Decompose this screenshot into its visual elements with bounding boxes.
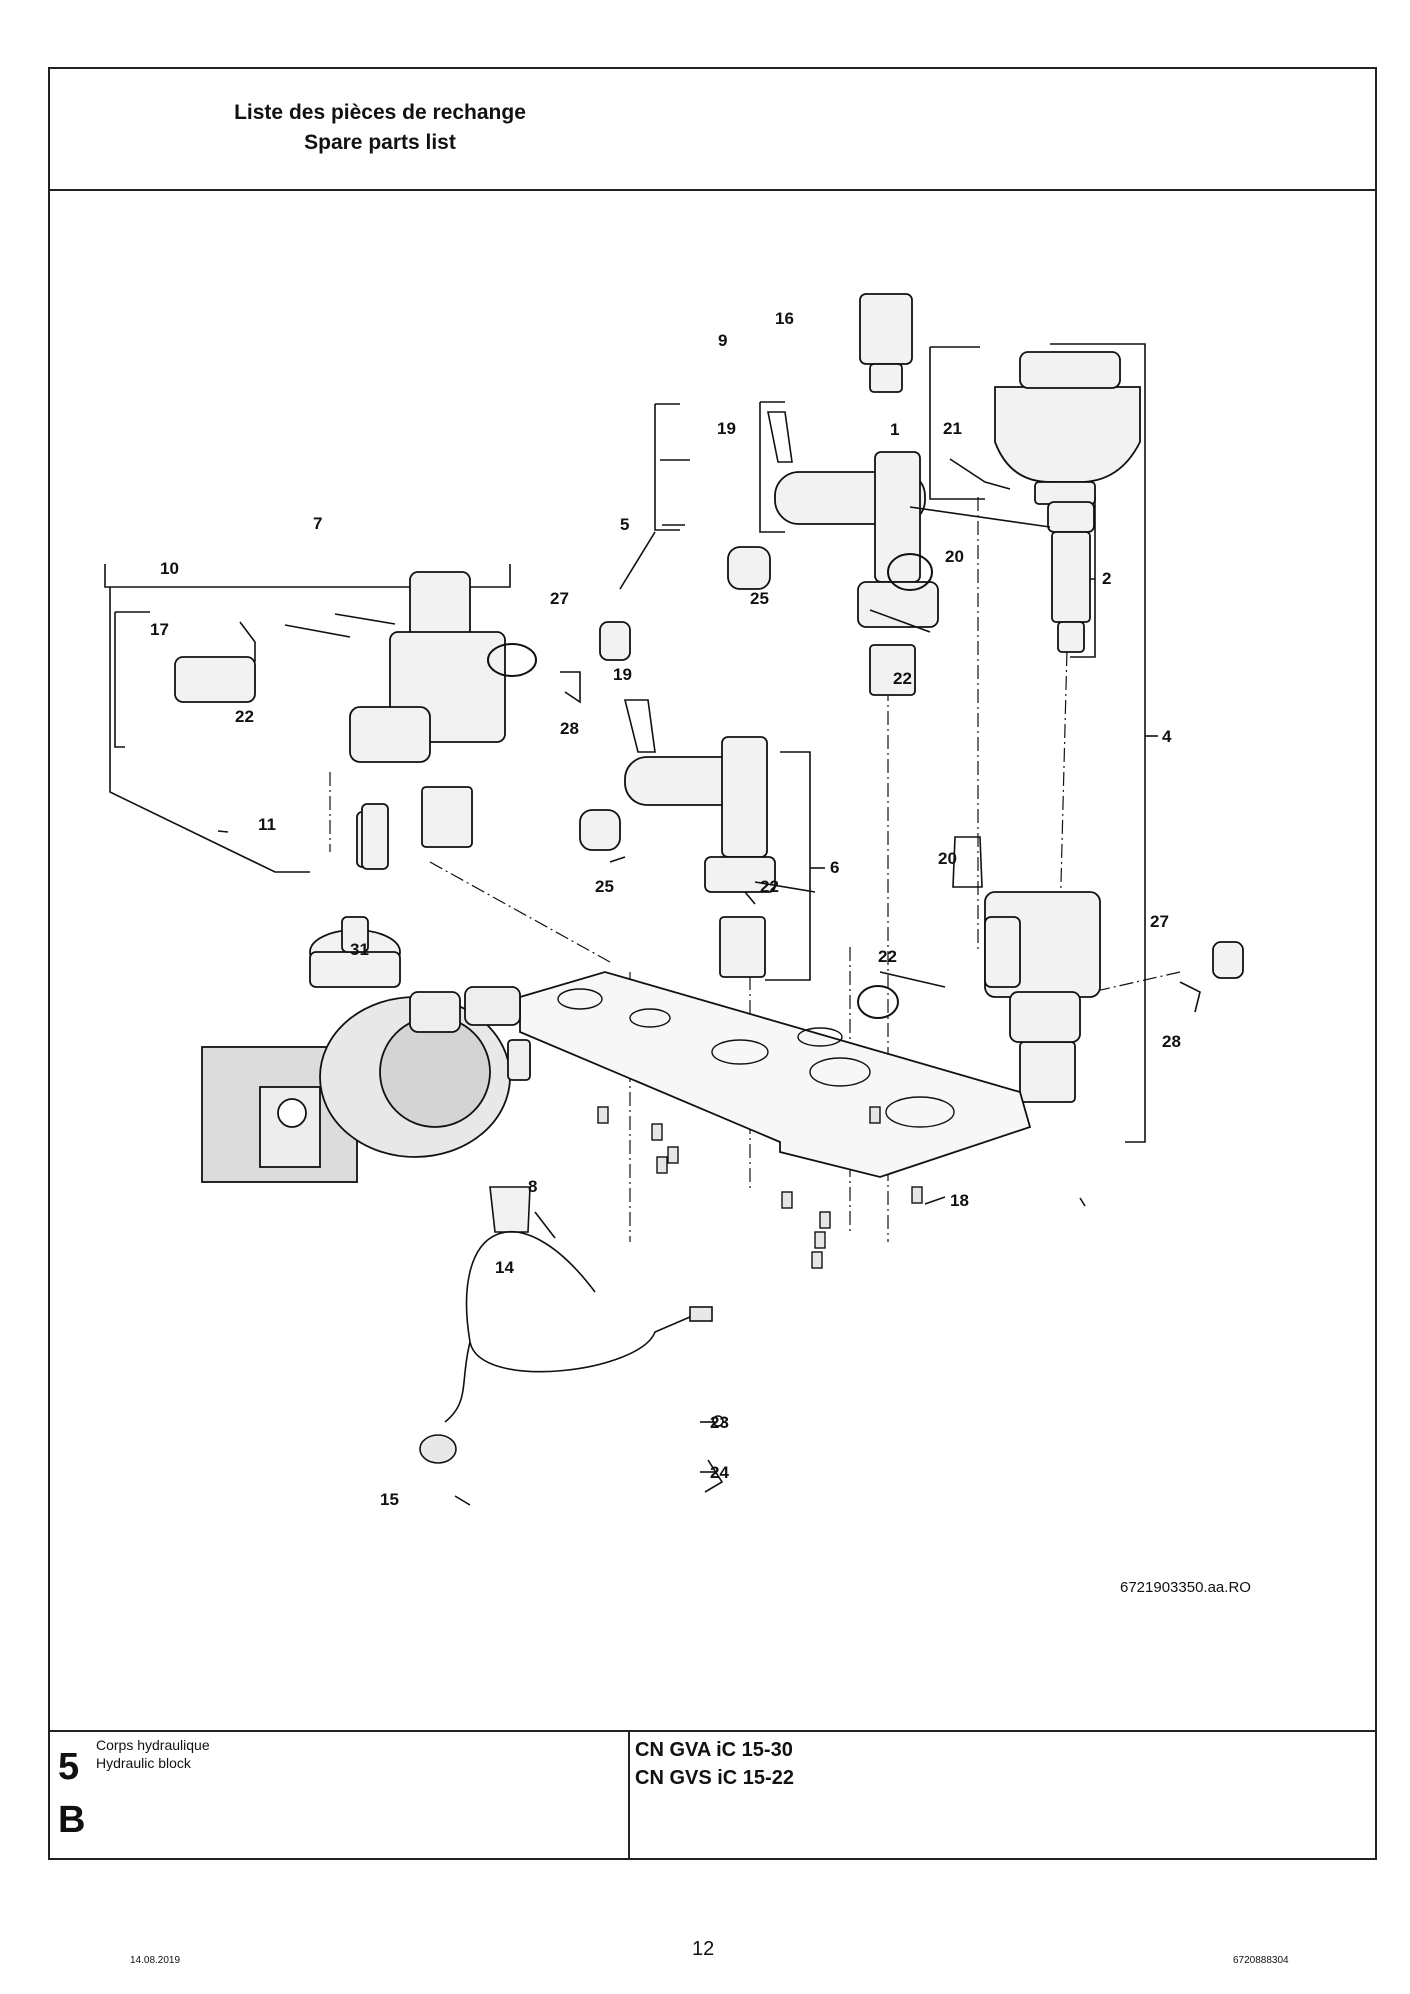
part-callout-20: 20 [945,547,964,566]
part-callout-7: 7 [313,514,322,533]
part-callout-15: 15 [380,1490,399,1509]
part-callout-6: 6 [830,858,839,877]
part-callout-19: 19 [613,665,632,684]
section-name-en: Hydraulic block [96,1755,191,1771]
part-callout-9: 9 [718,331,727,350]
part-callout-23: 23 [710,1413,729,1432]
part-callout-21: 21 [943,419,962,438]
footer-date: 14.08.2019 [130,1955,181,1966]
part-callout-1: 1 [890,420,899,439]
part-callout-8: 8 [528,1177,537,1196]
part-callout-22: 22 [235,707,254,726]
part-callout-22: 22 [878,947,897,966]
part-callout-20: 20 [938,849,957,868]
exploded-parts-drawing: 9 16 1 21 19 5 20 2 4 7 10 17 22 27 28 2… [104,293,1251,1596]
title-block-divider [48,1730,1377,1732]
part-callout-2: 2 [1102,569,1111,588]
part-callout-27: 27 [1150,912,1169,931]
drawing-id: 6721903350.aa.RO [1120,1579,1251,1596]
section-letter: B [58,1799,86,1841]
part-callout-5: 5 [620,515,629,534]
title-en: Spare parts list [304,131,456,154]
part-callout-31: 31 [350,940,369,959]
part-callout-25: 25 [595,877,614,896]
part-callout-25: 25 [750,589,769,608]
part-callout-22: 22 [893,669,912,688]
part-callout-27: 27 [550,589,569,608]
section-number: 5 [58,1746,80,1788]
part-callout-4: 4 [1162,727,1172,746]
part-callout-17: 17 [150,620,169,639]
title-block-vdivider [628,1730,630,1860]
header-divider [48,189,1377,191]
part-callout-28: 28 [1162,1032,1181,1051]
part-callout-19: 19 [717,419,736,438]
part-callout-18: 18 [950,1191,969,1210]
part-callout-16: 16 [775,309,794,328]
part-callout-14: 14 [495,1258,514,1277]
title-fr: Liste des pièces de rechange [234,101,526,124]
section-name-fr: Corps hydraulique [96,1737,210,1753]
page-number: 12 [692,1938,715,1960]
footer-doc-number: 6720888304 [1233,1955,1289,1966]
part-callout-10: 10 [160,559,179,578]
part-callout-24: 24 [710,1463,729,1482]
model-2: CN GVS iC 15-22 [635,1767,794,1789]
page-frame [48,67,1377,1860]
part-callout-28: 28 [560,719,579,738]
part-callout-11: 11 [258,815,276,834]
model-1: CN GVA iC 15-30 [635,1739,793,1761]
part-callout-22: 22 [760,877,779,896]
